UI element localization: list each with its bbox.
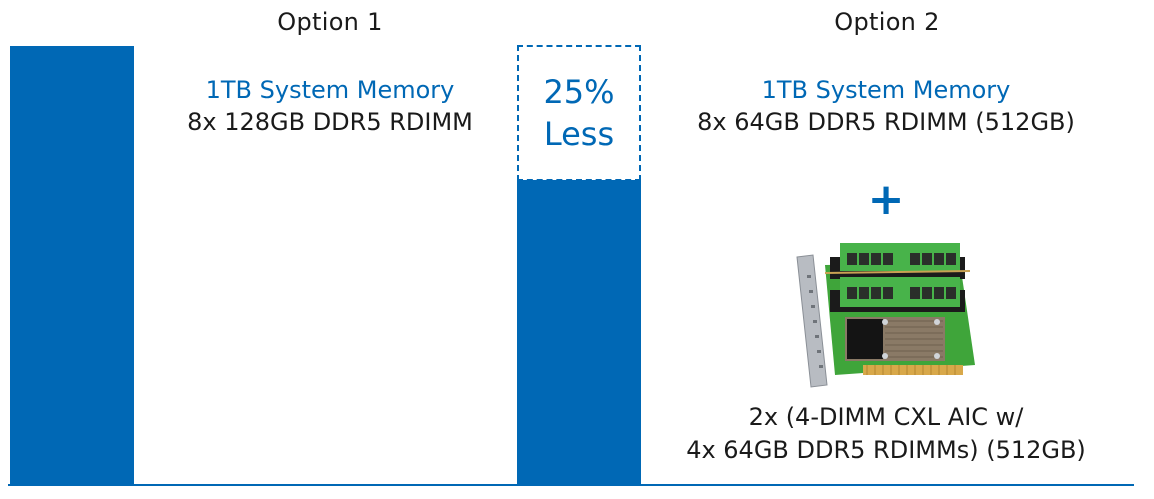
plus-icon: + (867, 174, 905, 225)
option-1-config-label: 8x 128GB DDR5 RDIMM (187, 108, 473, 136)
option-2-addon-label-line1: 2x (4-DIMM CXL AIC w/ (748, 403, 1024, 431)
option-2-capacity-label: 1TB System Memory (761, 76, 1011, 104)
savings-text: Less (543, 115, 615, 153)
chart-baseline (8, 484, 1134, 486)
option-2-addon-label-line2: 4x 64GB DDR5 RDIMMs) (512GB) (686, 436, 1086, 464)
option-2-title: Option 2 (834, 8, 940, 36)
option-1-bar (10, 46, 134, 485)
savings-callout: 25% Less (517, 45, 641, 181)
savings-percent: 25% (543, 73, 615, 111)
option-2-config-label: 8x 64GB DDR5 RDIMM (512GB) (697, 108, 1075, 136)
option-2-bar (517, 180, 641, 485)
cxl-aic-card-image (785, 235, 985, 395)
option-1-capacity-label: 1TB System Memory (205, 76, 455, 104)
option-1-title: Option 1 (277, 8, 383, 36)
